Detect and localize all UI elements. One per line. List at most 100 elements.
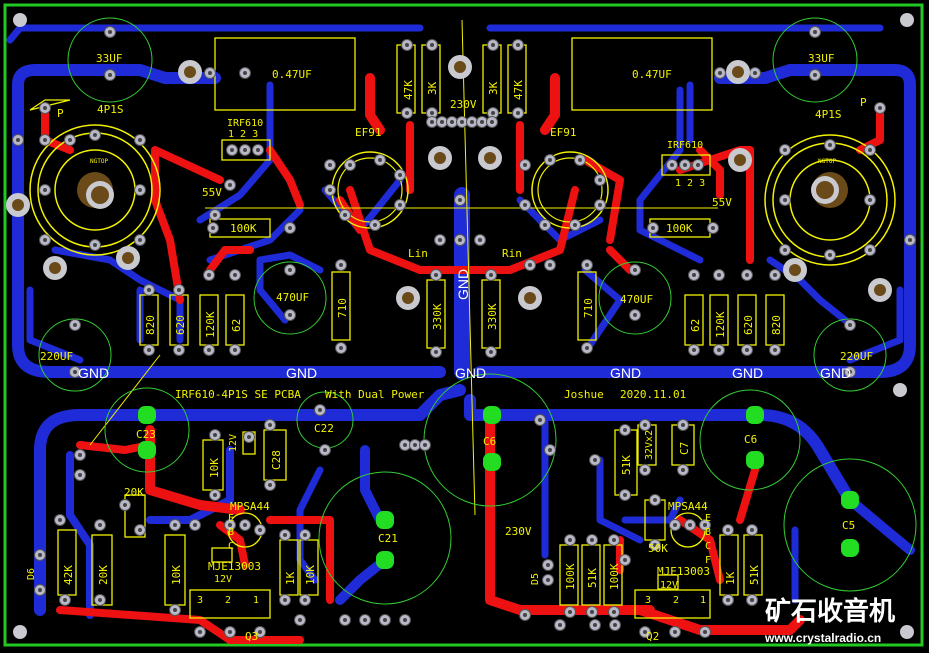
pad-hole: [138, 138, 142, 142]
pad-hole: [440, 120, 444, 124]
pad-hole: [753, 71, 757, 75]
pad-hole: [546, 563, 550, 567]
mosfet-left-pins: 1 2 3: [228, 129, 258, 140]
pad-hole: [430, 43, 434, 47]
reg-left-pin1: 1: [253, 595, 259, 606]
pad-hole: [848, 323, 852, 327]
label-12v-p1: 12V: [228, 434, 239, 452]
pad-hole: [745, 273, 749, 277]
cap-c21: C21: [378, 532, 398, 545]
pad-hole: [233, 348, 237, 352]
pad-hole: [813, 30, 817, 34]
pad-hole: [213, 493, 217, 497]
pad-hole: [868, 198, 872, 202]
cap-c22: C22: [314, 422, 334, 435]
silkscreen-text: 0.47UF 0.47UF 33UF 33UF 47K 3K 3K 47K 23…: [26, 52, 873, 643]
pad-hole: [73, 370, 77, 374]
pad-hole: [378, 158, 382, 162]
pad-hole: [78, 473, 82, 477]
res-42k: 42K: [62, 565, 75, 585]
pot-20k: 20K: [124, 486, 144, 499]
pad-hole: [405, 111, 409, 115]
pad-hole: [548, 158, 552, 162]
label-12v-left: 12V: [214, 574, 232, 585]
pad-hole: [623, 428, 627, 432]
pad-hole: [750, 598, 754, 602]
cap-c7: C7: [678, 442, 691, 455]
pad-hole: [558, 623, 562, 627]
pad-hole: [363, 618, 367, 622]
board-title: IRF610-4P1S SE PCBA: [175, 388, 301, 401]
pad-hole: [548, 263, 552, 267]
pad-hole: [828, 143, 832, 147]
pad-hole: [688, 523, 692, 527]
cap-c6-a: C6: [483, 435, 496, 448]
pad-hole: [43, 188, 47, 192]
pad-hole: [403, 618, 407, 622]
res-51k-q3: 51K: [748, 565, 761, 585]
pad-hole: [745, 348, 749, 352]
tube-ef91-right: EF91: [550, 126, 577, 139]
res-120k-right: 120K: [714, 311, 727, 338]
pad-hole: [348, 163, 352, 167]
pad-hole: [573, 223, 577, 227]
res-330k-right: 330K: [486, 303, 499, 330]
gnd-label-vertical: GND: [455, 269, 471, 300]
res-710-right: 710: [582, 298, 595, 318]
pad-hole: [38, 553, 42, 557]
pad-hole: [643, 468, 647, 472]
transistor-mpsa44-left: MPSA44: [230, 500, 270, 513]
cap-220uf-left: 220UF: [40, 350, 73, 363]
pad-hole: [828, 253, 832, 257]
transistor-mje13003-right: MJE13003: [657, 565, 710, 578]
res-10k-p2: 10K: [170, 565, 183, 585]
pad-hole: [717, 348, 721, 352]
pad-hole: [633, 268, 637, 272]
pad-hole: [773, 273, 777, 277]
pad-hole: [470, 120, 474, 124]
res-3k-b: 3K: [487, 81, 500, 95]
pad-hole: [717, 273, 721, 277]
board-subtitle: With Dual Power: [325, 388, 425, 401]
label-q3: Q3: [245, 630, 258, 643]
pad-hole: [726, 528, 730, 532]
pad-hole: [228, 630, 232, 634]
cap-pad: [746, 406, 764, 424]
cap-pad: [376, 511, 394, 529]
pad-hole: [430, 120, 434, 124]
pad-hole: [633, 313, 637, 317]
pad-hole: [478, 238, 482, 242]
pad-hole: [643, 630, 647, 634]
pad-hole: [78, 453, 82, 457]
cap-pad: [138, 406, 156, 424]
pad-hole: [383, 618, 387, 622]
pad-hole: [623, 558, 627, 562]
reg-right-pin1: 1: [700, 595, 706, 606]
pad-hole: [489, 350, 493, 354]
res-20k: 20K: [97, 565, 110, 585]
pads: [12, 26, 916, 638]
pad-hole: [207, 348, 211, 352]
pad-hole: [323, 448, 327, 452]
pad-hole: [868, 248, 872, 252]
pad-hole: [288, 226, 292, 230]
pad-hole: [147, 288, 151, 292]
mosfet-left-label: IRF610: [227, 118, 263, 129]
pad-hole: [773, 348, 777, 352]
pad-hole: [460, 120, 464, 124]
cap-c23: C23: [136, 428, 156, 441]
board-date: 2020.11.01: [620, 388, 686, 401]
pad-hole: [283, 598, 287, 602]
pad-hole: [247, 435, 251, 439]
cap-33uf-right: 33UF: [808, 52, 835, 65]
pad-hole: [683, 163, 687, 167]
pad-hole: [339, 263, 343, 267]
cap-c5: C5: [842, 519, 855, 532]
pad-hole: [546, 578, 550, 582]
pad-hole: [653, 498, 657, 502]
pad-hole: [423, 443, 427, 447]
pad-hole: [258, 528, 262, 532]
gnd-label-1: GND: [78, 365, 109, 381]
pad-hole: [613, 623, 617, 627]
